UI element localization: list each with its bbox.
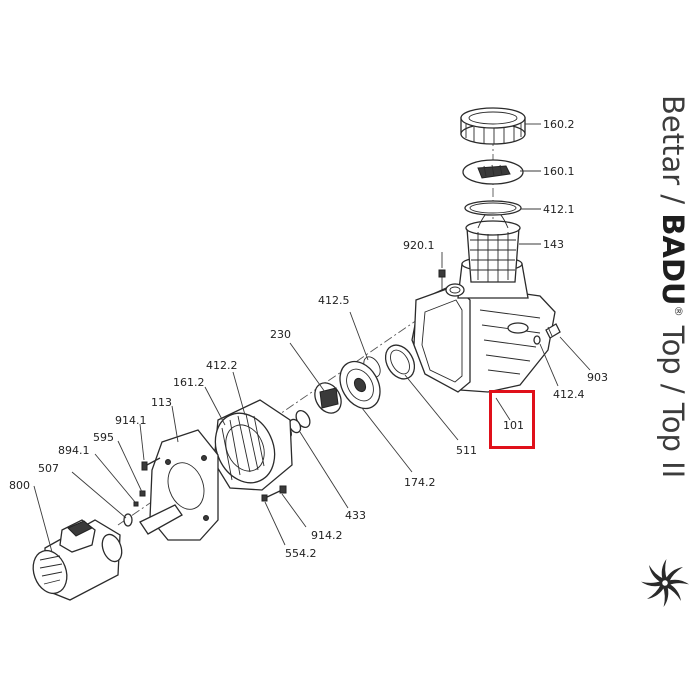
label-511: 511 [456,444,477,457]
label-412-4: 412.4 [553,388,585,401]
label-174-2: 174.2 [404,476,436,489]
label-412-2: 412.2 [206,359,238,372]
seal-housing [213,399,293,491]
mechanical-seal [281,409,311,439]
motor [32,519,123,601]
label-412-5: 412.5 [318,294,350,307]
strainer-lid [462,159,524,185]
label-143: 143 [543,238,564,251]
nut-9201 [438,269,446,290]
label-595: 595 [93,431,114,444]
leader-lines [33,123,591,553]
label-914-1: 914.1 [115,414,147,427]
lid-oring [464,200,522,216]
label-160-1: 160.1 [543,165,575,178]
label-554-2: 554.2 [285,547,317,560]
speck-swirl-logo-icon [640,558,690,608]
small-fasteners [123,457,161,527]
label-903: 903 [587,371,608,384]
locking-ring [460,107,526,145]
motor-bracket [139,429,219,541]
label-914-2: 914.2 [311,529,343,542]
label-433: 433 [345,509,366,522]
highlight-box-101 [489,390,535,449]
diffuser [339,360,381,410]
wear-ring [384,344,416,380]
title-registered: ® [672,306,685,317]
label-920-1: 920.1 [403,239,435,252]
title-prefix: Bettar / [656,95,690,213]
product-title: Bettar / BADU® Top / Top II [656,95,690,478]
label-894-1: 894.1 [58,444,90,457]
bolts-9142 [261,485,287,502]
title-brand: BADU [656,213,690,305]
impeller [314,382,342,414]
label-507: 507 [38,462,59,475]
label-101: 101 [503,419,524,432]
part-labels: 160.2 160.1 412.1 143 920.1 412.5 230 41… [9,118,608,560]
label-412-1: 412.1 [543,203,575,216]
label-160-2: 160.2 [543,118,575,131]
pump-housing [411,256,556,393]
label-800: 800 [9,479,30,492]
strainer-basket [465,209,521,283]
label-161-2: 161.2 [173,376,205,389]
svg-text:Bettar / BADU® Top / Top II: Bettar / BADU® Top / Top II [656,95,690,478]
title-model: Top / Top II [656,317,690,479]
label-113: 113 [151,396,172,409]
label-230: 230 [270,328,291,341]
drain-plug [533,323,561,345]
